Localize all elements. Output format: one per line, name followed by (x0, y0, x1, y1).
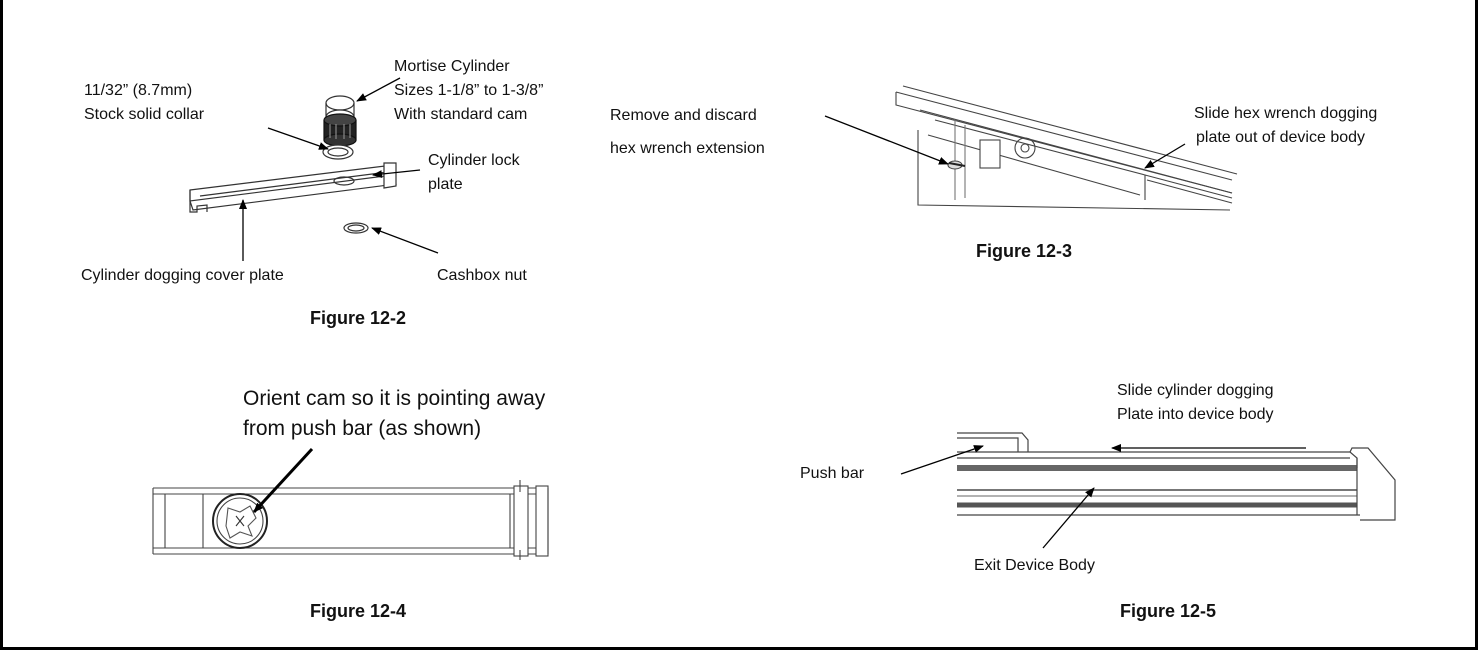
solid-collar-part (322, 144, 354, 160)
exit-device-body-label: Exit Device Body (974, 557, 1095, 574)
figure-12-5-caption: Figure 12-5 (1120, 601, 1217, 621)
slide-out-label-line2: plate out of device body (1196, 129, 1366, 146)
mortise-cylinder-label-line1: Mortise Cylinder (394, 58, 510, 75)
collar-label-line1: 11/32” (8.7mm) (84, 82, 193, 99)
mortise-cylinder-part (323, 95, 357, 147)
lock-plate-label-line2: plate (428, 176, 463, 193)
push-bar-label: Push bar (800, 465, 865, 482)
remove-label-line1: Remove and discard (610, 107, 757, 124)
figure-12-2-leaders (239, 77, 439, 261)
collar-label-line2: Stock solid collar (84, 106, 205, 123)
mortise-cylinder-label-line3: With standard cam (394, 106, 528, 123)
figure-12-4-caption: Figure 12-4 (310, 601, 407, 621)
orient-cam-label-line1: Orient cam so it is pointing away (243, 387, 546, 410)
lock-plate-label-line1: Cylinder lock (428, 152, 520, 169)
mortise-cylinder-label-line2: Sizes 1-1/8” to 1-3/8” (394, 82, 544, 99)
figure-12-3-leaders (824, 115, 1186, 169)
figure-12-4-drawing (152, 480, 549, 560)
dogging-cover-plate-part (189, 162, 397, 213)
figure-12-2-drawing (189, 95, 397, 234)
slide-in-label-line2: Plate into device body (1117, 406, 1274, 423)
remove-label-line2: hex wrench extension (610, 140, 765, 157)
cover-plate-label: Cylinder dogging cover plate (81, 267, 284, 284)
figure-12-5-drawing (957, 432, 1396, 521)
figure-12-2-caption: Figure 12-2 (310, 308, 407, 328)
slide-out-label-line1: Slide hex wrench dogging (1194, 105, 1378, 122)
cashbox-nut-label: Cashbox nut (437, 267, 527, 284)
figure-12-5-leaders (900, 444, 1306, 549)
figure-12-4-leaders (252, 447, 314, 514)
orient-cam-label-line2: from push bar (as shown) (243, 417, 482, 440)
slide-in-label-line1: Slide cylinder dogging (1117, 382, 1274, 399)
figure-12-3-caption: Figure 12-3 (976, 241, 1073, 261)
figure-12-3-drawing (895, 85, 1238, 211)
